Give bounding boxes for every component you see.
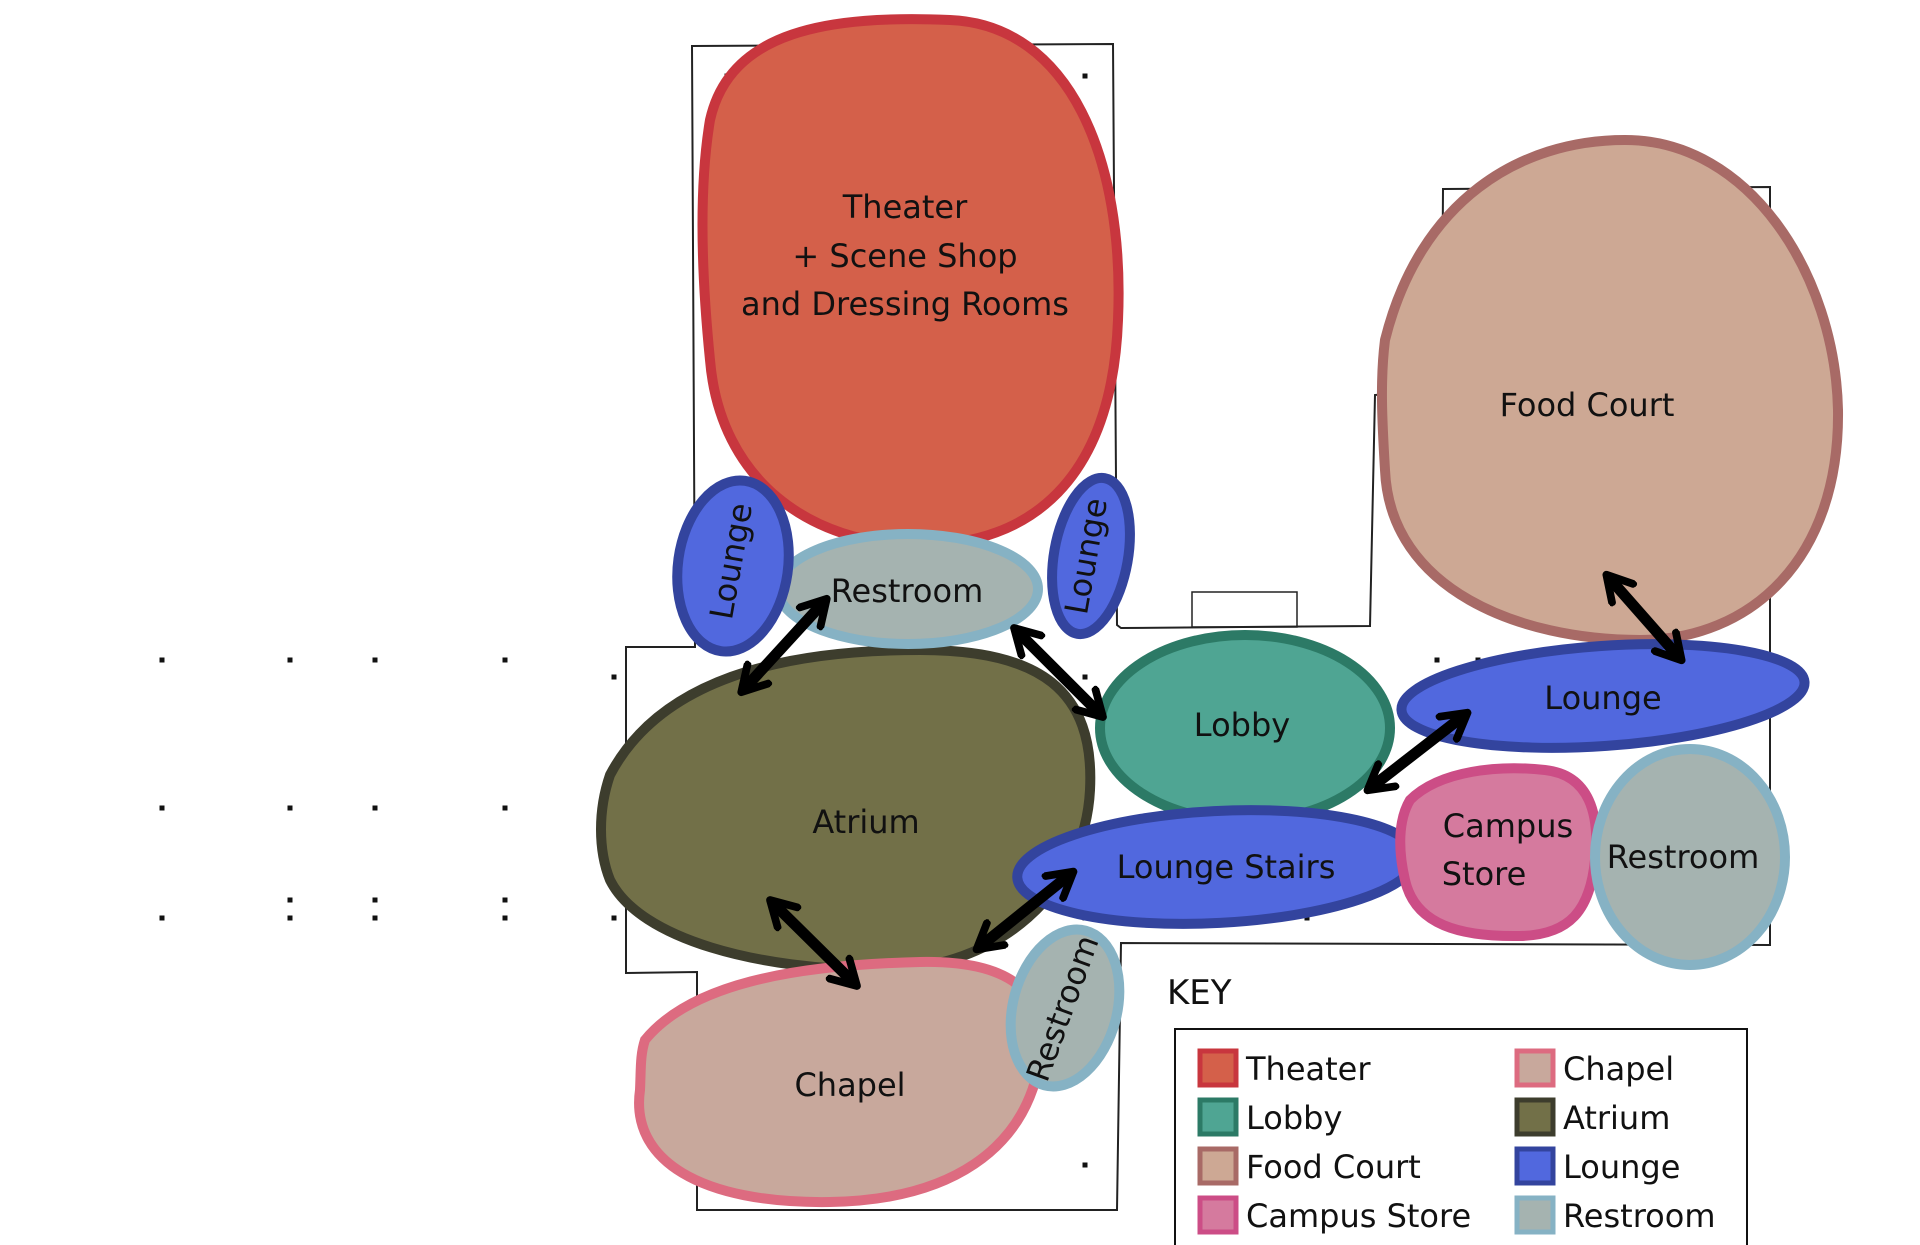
column-dot (502, 805, 508, 811)
key-swatch-lounge (1514, 1146, 1556, 1186)
column-dot (502, 897, 508, 903)
campus-store-label-line1: Campus (1443, 807, 1573, 845)
arrow-foodcourt-lounge (1611, 580, 1677, 655)
key-frame (1174, 1028, 1748, 1245)
column-dot (502, 915, 508, 921)
key-swatch-restroom (1514, 1195, 1556, 1235)
restroom-east-label: Restroom (1607, 838, 1759, 876)
arrow-atrium-chapel (775, 905, 852, 981)
key-title: KEY (1167, 973, 1232, 1013)
restroom-top-label: Restroom (831, 572, 983, 610)
column-dot (611, 915, 617, 921)
column-dot (1082, 1162, 1088, 1168)
column-dot (287, 915, 293, 921)
column-dot (372, 915, 378, 921)
column-dot (1082, 73, 1088, 79)
key-label-lobby: Lobby (1246, 1099, 1342, 1137)
key-label-atrium: Atrium (1563, 1099, 1670, 1137)
campus-store-label-line2: Store (1442, 855, 1527, 893)
key-item: Food Court (1197, 1146, 1421, 1186)
column-dot (372, 657, 378, 663)
key-item: Chapel (1514, 1048, 1674, 1088)
column-dot (611, 674, 617, 680)
key-item: Restroom (1514, 1195, 1715, 1235)
key-label-chapel: Chapel (1563, 1050, 1674, 1088)
key-swatch-chapel (1514, 1048, 1556, 1088)
column-dot (372, 897, 378, 903)
arrow-chapel-loungestairs (982, 876, 1068, 945)
room-labels: Theater + Scene Shop and Dressing Rooms … (702, 188, 1759, 1104)
food-court-bubble (1376, 134, 1844, 646)
lobby-label: Lobby (1194, 706, 1290, 744)
theater-bubble (697, 14, 1124, 551)
arrow-lobby-lounge (1373, 717, 1462, 786)
theater-label-line1: Theater (842, 188, 968, 226)
arrow-lounge-atrium (746, 604, 822, 687)
lounge-stairs-label: Lounge Stairs (1117, 848, 1336, 886)
key-label-lounge: Lounge (1563, 1148, 1680, 1186)
theater-label-line3: and Dressing Rooms (741, 285, 1069, 323)
food-court-label: Food Court (1500, 386, 1675, 424)
column-dot (287, 897, 293, 903)
theater-label-line2: + Scene Shop (792, 237, 1017, 275)
column-dot (1434, 657, 1440, 663)
adjacency-arrows (746, 580, 1677, 981)
arrow-restroom-lobby (1019, 633, 1098, 712)
key-label-food-court: Food Court (1246, 1148, 1421, 1186)
campus-store-bubble (1395, 763, 1602, 942)
key-swatch-lobby (1197, 1097, 1239, 1137)
key-swatch-campus-store (1197, 1195, 1239, 1235)
column-dot (159, 657, 165, 663)
key-swatch-atrium (1514, 1097, 1556, 1137)
key-item: Atrium (1514, 1097, 1670, 1137)
column-dot (502, 657, 508, 663)
column-dot (1304, 915, 1310, 921)
key-swatch-theater (1197, 1048, 1239, 1088)
atrium-label: Atrium (812, 803, 919, 841)
key-label-theater: Theater (1245, 1050, 1371, 1088)
bubbles (596, 14, 1844, 1208)
column-dot (287, 657, 293, 663)
key-label-campus-store: Campus Store (1246, 1197, 1471, 1235)
key-item: Theater (1197, 1048, 1371, 1088)
chapel-label: Chapel (794, 1066, 905, 1104)
key-item: Lounge (1514, 1146, 1680, 1186)
key-item: Lobby (1197, 1097, 1342, 1137)
column-dot (287, 805, 293, 811)
lounge-east-label: Lounge (1544, 679, 1661, 717)
key-label-restroom: Restroom (1563, 1197, 1715, 1235)
restroom-east-bubble (1590, 744, 1790, 970)
column-dot (1082, 674, 1088, 680)
key-swatch-food-court (1197, 1146, 1239, 1186)
restroom-chapel-bubble (1005, 924, 1125, 1092)
column-dot (159, 805, 165, 811)
key-item: Campus Store (1197, 1195, 1471, 1235)
column-dot (159, 915, 165, 921)
column-dot (372, 805, 378, 811)
